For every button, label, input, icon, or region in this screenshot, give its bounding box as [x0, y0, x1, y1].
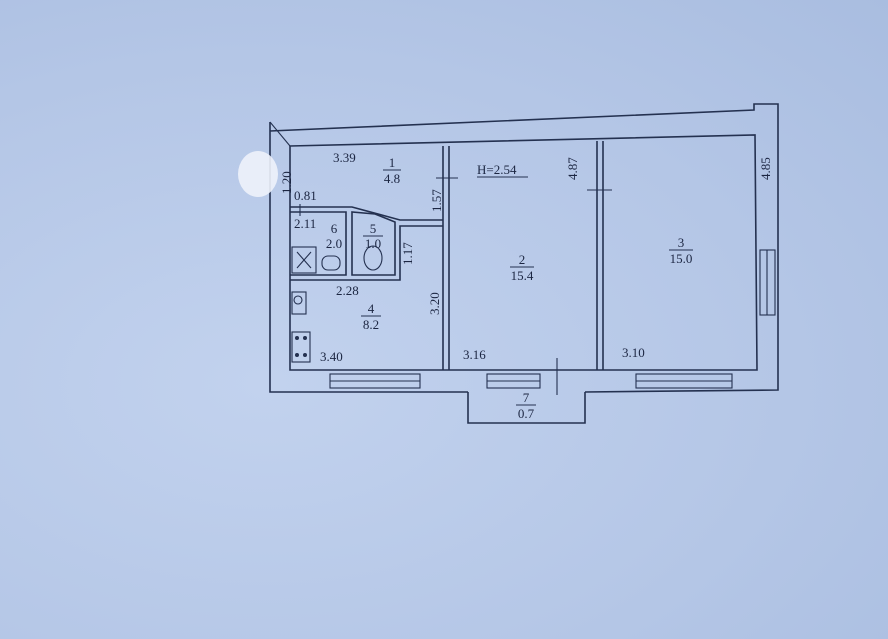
- dim-4-87: 4.87: [565, 157, 580, 180]
- room-2-number: 2: [519, 252, 526, 267]
- room-6-area: 2.0: [326, 236, 342, 251]
- dim-0-81: 0.81: [294, 188, 317, 203]
- room-3-number: 3: [678, 235, 685, 250]
- room-7-area: 0.7: [518, 406, 535, 421]
- partitions: [290, 141, 612, 370]
- dim-1-17: 1.17: [400, 242, 415, 265]
- ceiling-height: H=2.54: [477, 162, 517, 177]
- bathtub-icon: [321, 255, 341, 271]
- dim-3-10: 3.10: [622, 345, 645, 360]
- stove-icon: [291, 331, 311, 363]
- sink-icon: [291, 291, 307, 315]
- outer-walls: [269, 103, 779, 393]
- dim-3-39: 3.39: [333, 150, 356, 165]
- dim-2-28: 2.28: [336, 283, 359, 298]
- dim-2-11: 2.11: [294, 216, 316, 231]
- dim-3-16: 3.16: [463, 347, 486, 362]
- washing-machine-icon: [291, 246, 317, 274]
- room-4-number: 4: [368, 301, 375, 316]
- light-glare: [238, 151, 278, 197]
- dim-4-85: 4.85: [758, 157, 773, 180]
- room-1-area: 4.8: [384, 171, 400, 186]
- room-6-number: 6: [331, 221, 338, 236]
- room-7-number: 7: [523, 390, 530, 405]
- room-3-area: 15.0: [670, 251, 693, 266]
- room-2-area: 15.4: [511, 268, 534, 283]
- dimension-labels: 3.39 1.20 0.81 2.11 1.57 1.17 2.28 3.20 …: [279, 150, 773, 364]
- room-labels: 1 4.8 2 15.4 3 15.0 4 8.2 5 1.0 6 2.0 7 …: [326, 155, 693, 421]
- room-5-number: 5: [370, 221, 377, 236]
- room-4-area: 8.2: [363, 317, 379, 332]
- fixtures: [291, 245, 383, 363]
- balcony: [467, 392, 586, 424]
- toilet-icon: [363, 245, 383, 271]
- dim-1-20: 1.20: [279, 171, 294, 194]
- windows: [329, 249, 776, 395]
- dim-3-20: 3.20: [427, 292, 442, 315]
- room-1-number: 1: [389, 155, 396, 170]
- dim-1-57: 1.57: [429, 189, 444, 212]
- room-5-area: 1.0: [365, 236, 381, 251]
- dim-3-40: 3.40: [320, 349, 343, 364]
